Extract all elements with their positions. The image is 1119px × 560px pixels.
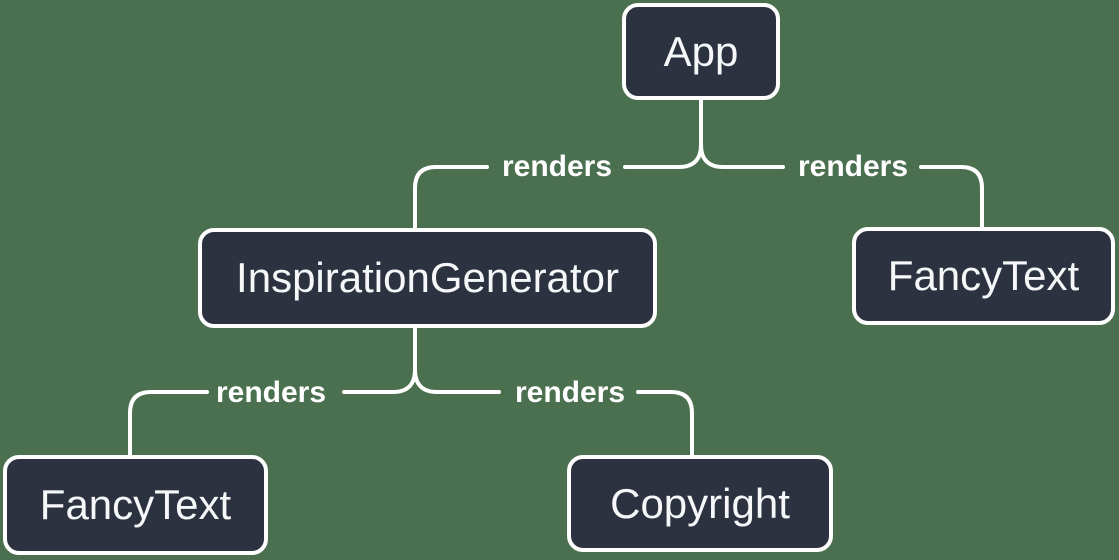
edge-inspiration-left-arm xyxy=(342,368,417,394)
edge-app-left-arm xyxy=(623,143,703,169)
edge-app-right-arm xyxy=(699,143,785,169)
edge-to-inspiration-generator xyxy=(413,165,489,230)
node-inspiration-generator: InspirationGenerator xyxy=(198,228,657,328)
edge-label-renders-app-inspiration: renders xyxy=(501,150,613,183)
edge-label-renders-app-fancytext: renders xyxy=(797,150,909,183)
edge-label-renders-inspiration-fancytext: renders xyxy=(215,376,327,409)
node-copyright: Copyright xyxy=(567,455,833,552)
edge-label-renders-inspiration-copyright: renders xyxy=(514,376,626,409)
node-app: App xyxy=(622,3,780,100)
edge-to-fancy-text-right xyxy=(919,165,984,229)
edge-to-copyright xyxy=(636,390,694,457)
edge-inspiration-right-arm xyxy=(413,368,501,394)
node-fancy-text-left: FancyText xyxy=(3,455,268,555)
node-fancy-text-right: FancyText xyxy=(852,227,1115,325)
edge-to-fancy-text-left xyxy=(128,390,209,457)
